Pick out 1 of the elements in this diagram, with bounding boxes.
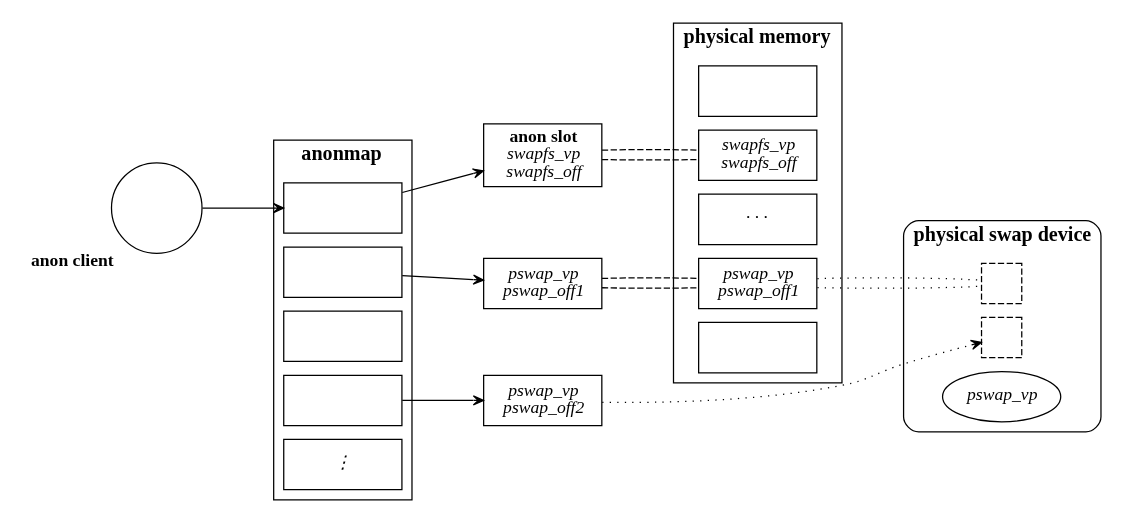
node-label: anon client: [31, 250, 114, 271]
